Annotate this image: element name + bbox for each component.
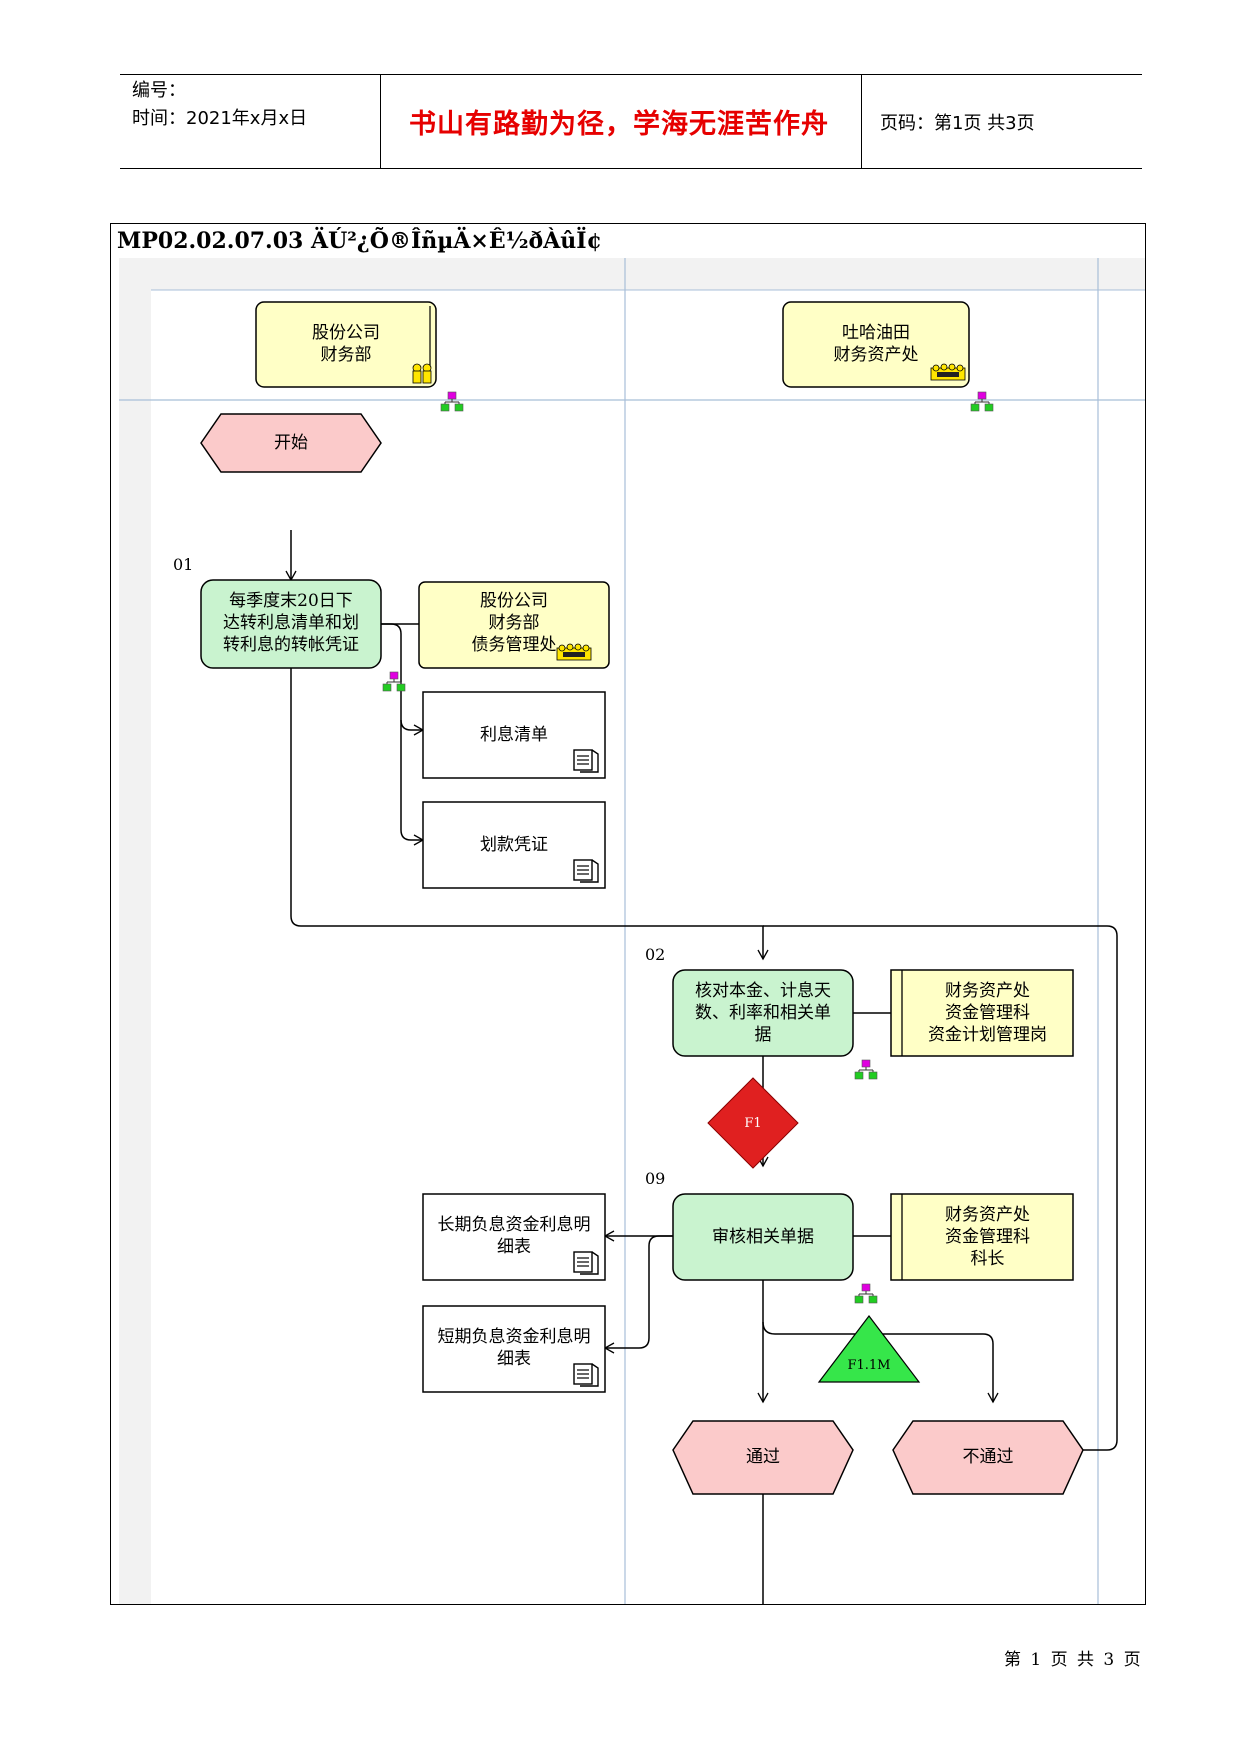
role-box-step-09	[890, 1193, 1074, 1281]
connectors	[285, 530, 1118, 1604]
end-event-pass-label: 通过	[746, 1447, 780, 1467]
function-step-02	[672, 969, 854, 1057]
document-label: 短期负息资金利息明细表	[437, 1327, 591, 1369]
header-motto: 书山有路勤为径，学海无涯苦作舟	[409, 109, 829, 140]
role-label-step-02: 财务资产处资金管理科资金计划管理岗	[928, 981, 1047, 1045]
function-label-step-02: 核对本金、计息天数、利率和相关单据	[695, 981, 831, 1045]
lane-header-finance-dept	[255, 301, 437, 388]
end-event-pass	[672, 1420, 854, 1495]
risk-point-f1	[707, 1077, 799, 1169]
lane-label-finance-dept: 股份公司财务部	[312, 323, 380, 365]
header-divider	[861, 75, 862, 168]
start-event-label: 开始	[274, 433, 308, 453]
header-divider	[380, 75, 381, 168]
document-label: 利息清单	[480, 725, 548, 745]
header-meta: 编号： 时间：2021年x月x日	[132, 77, 386, 133]
start-event	[200, 413, 382, 473]
function-label-step-01: 每季度末20日下达转利息清单和划转利息的转帐凭证	[223, 591, 359, 655]
code-label: 编号：	[132, 80, 186, 101]
step-number: 01	[173, 555, 194, 574]
page-info: 页码：第1页 共3页	[880, 113, 1035, 134]
lane-label-asset-dept: 吐哈油田财务资产处	[833, 323, 919, 365]
document-interest-list	[422, 691, 606, 779]
lane-header-asset-dept	[782, 301, 970, 388]
process-diagram: MP02.02.07.03 ÄÚ²¿Õ®ÎñµÄ×Ê½ðÀûÏ¢	[110, 223, 1146, 1605]
people-icon	[412, 363, 432, 384]
risk-point-f1-1m	[817, 1315, 921, 1383]
lane-content	[151, 290, 1145, 1604]
diagram-title: MP02.02.07.03 ÄÚ²¿Õ®ÎñµÄ×Ê½ðÀûÏ¢	[117, 228, 602, 254]
risk-label-f1-1m: F1.1M	[847, 1358, 891, 1373]
time-label: 时间：2021年x月x日	[132, 108, 308, 129]
role-label-step-09: 财务资产处资金管理科科长	[945, 1205, 1030, 1269]
role-label-step-01: 股份公司财务部债务管理处	[471, 591, 557, 655]
diagram-canvas	[119, 258, 1145, 1604]
step-number: 09	[645, 1169, 666, 1188]
function-label-step-09: 审核相关单据	[712, 1227, 814, 1247]
risk-label-f1: F1	[744, 1116, 762, 1131]
document-header: 编号： 时间：2021年x月x日 书山有路勤为径，学海无涯苦作舟 页码：第1页 …	[120, 74, 1142, 169]
function-step-01	[200, 579, 382, 669]
page-footer: 第 1 页 共 3 页	[1004, 1650, 1143, 1670]
document-label: 长期负息资金利息明细表	[437, 1215, 591, 1257]
document-label: 划款凭证	[480, 835, 548, 855]
end-event-fail-label: 不通过	[962, 1447, 1014, 1467]
end-event-fail	[892, 1420, 1084, 1495]
function-step-09	[672, 1193, 854, 1281]
role-box-step-02	[890, 969, 1074, 1057]
step-number: 02	[645, 945, 666, 964]
